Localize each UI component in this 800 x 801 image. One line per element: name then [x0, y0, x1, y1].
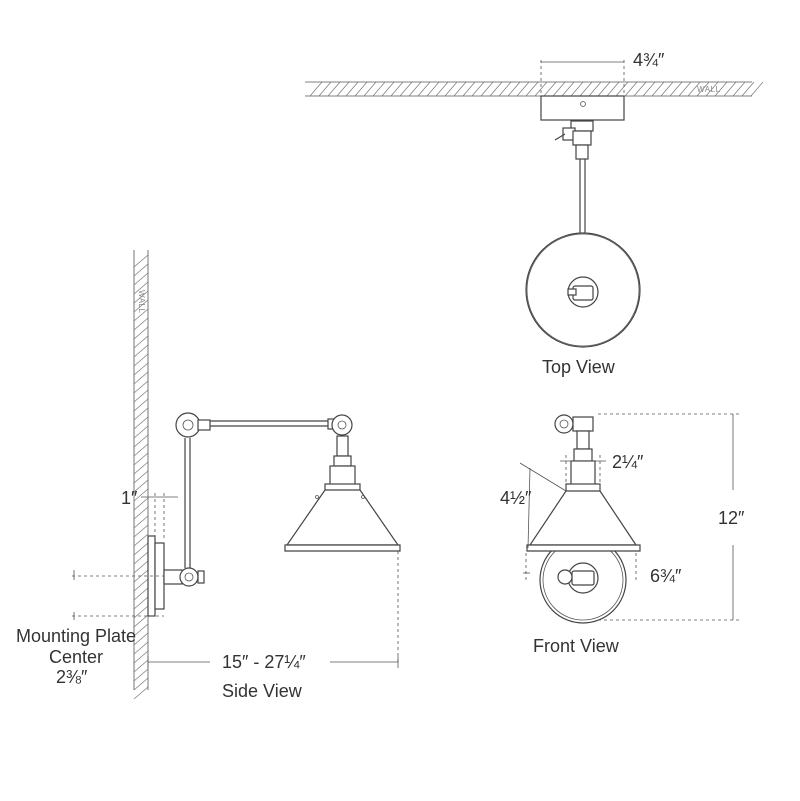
top-view-wall — [305, 81, 764, 97]
neck-width-dimension: 2¼″ — [612, 452, 644, 472]
side-wall-tag: WALL — [137, 290, 146, 314]
top-view — [305, 60, 764, 348]
front-view-shade — [528, 490, 638, 546]
canopy-width-dimension: 4¾″ — [633, 50, 665, 70]
side-view-title: Side View — [222, 681, 302, 701]
side-view — [72, 250, 401, 700]
top-wall-tag: WALL — [697, 85, 721, 94]
mounting-plate-center-value: 2⅜″ — [56, 667, 88, 687]
mounting-plate-center-label: Mounting Plate Center — [15, 626, 137, 667]
shade-height-dimension: 4½″ — [500, 488, 532, 508]
shade-depth-dimension: 6¾″ — [650, 566, 682, 586]
extension-dimension: 15″ - 27¼″ — [222, 652, 306, 672]
arm-offset-dimension: 1″ — [121, 488, 138, 508]
side-view-shade — [285, 489, 400, 546]
top-view-canopy — [540, 95, 625, 121]
front-view-title: Front View — [533, 636, 619, 656]
side-view-wall — [133, 250, 149, 700]
front-view — [519, 413, 740, 624]
top-view-title: Top View — [542, 357, 615, 377]
total-height-dimension: 12″ — [718, 508, 745, 528]
